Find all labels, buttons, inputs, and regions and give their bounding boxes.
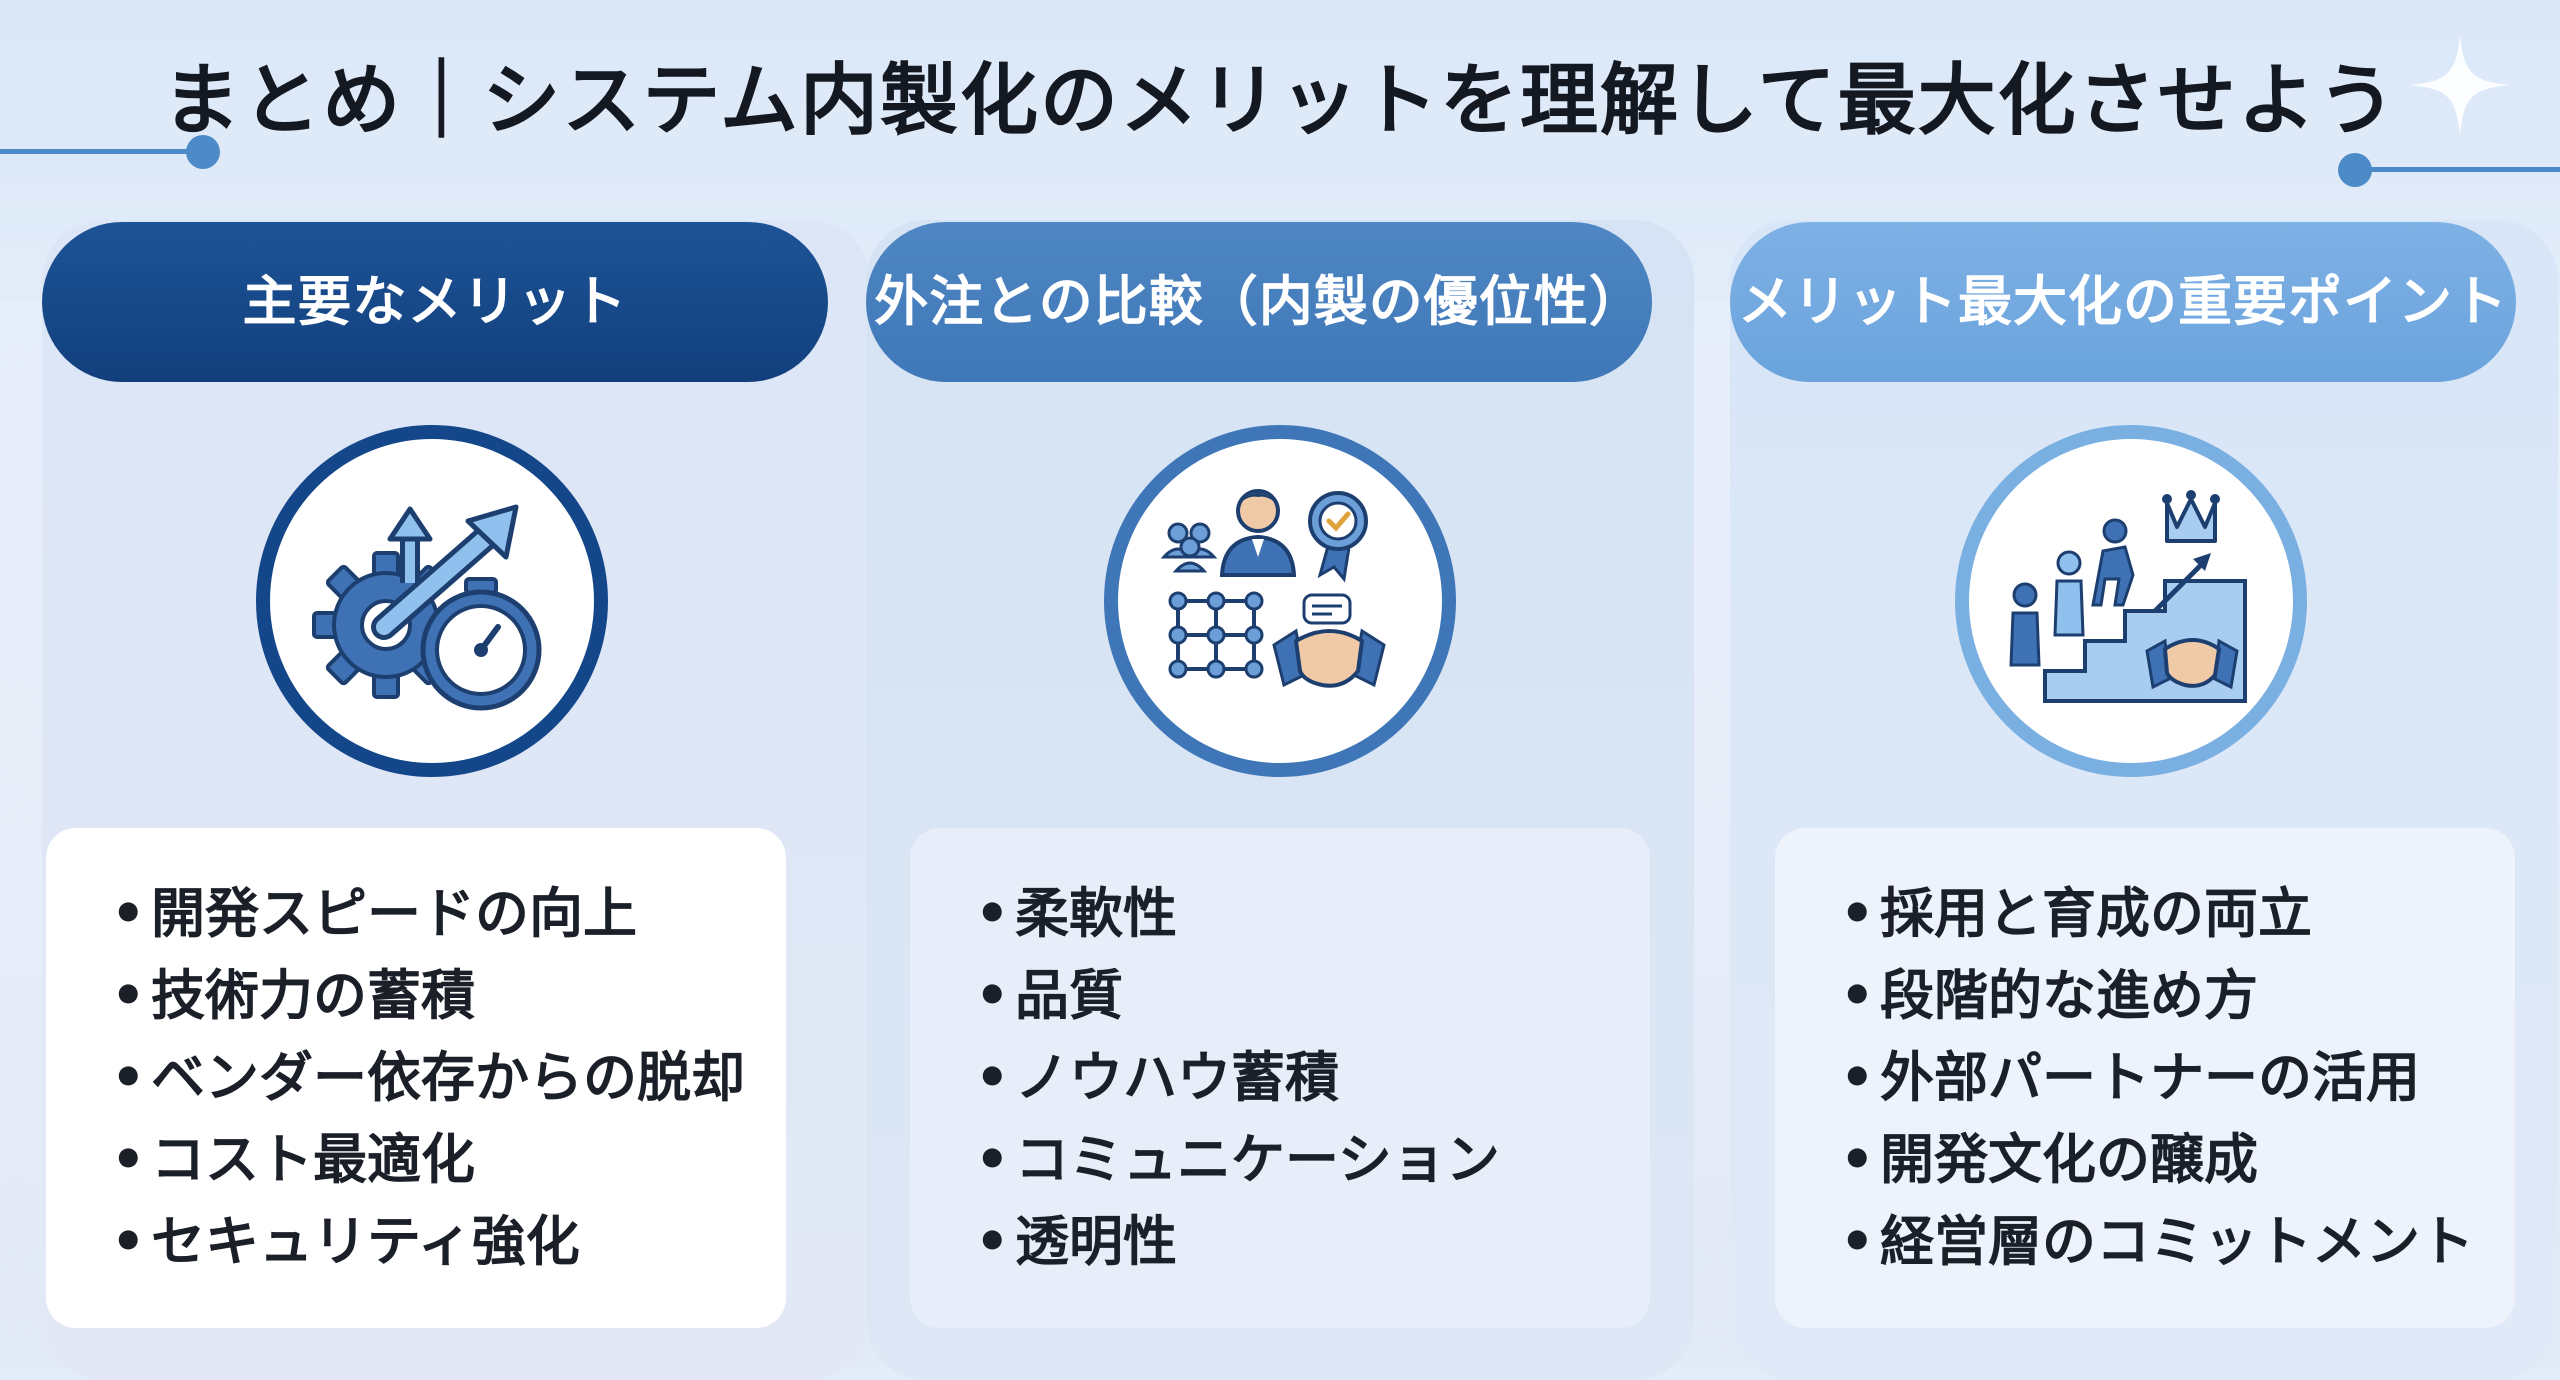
column-header-key-points: メリット最大化の重要ポイント	[1730, 222, 2516, 382]
sparkle-icon	[2410, 35, 2510, 135]
decorative-line-left	[0, 149, 190, 154]
page-title: まとめ｜システム内製化のメリットを理解して最大化させよう	[162, 56, 2398, 146]
icon-ring-key-points	[1955, 425, 2307, 777]
list-item: •セキュリティ強化	[111, 1210, 580, 1273]
list-item: •コスト最適化	[111, 1128, 475, 1191]
decorative-dot-right	[2338, 153, 2372, 187]
list-item: •開発文化の醸成	[1840, 1128, 2258, 1191]
list-item: •ノウハウ蓄積	[975, 1046, 1339, 1109]
team-quality-network-handshake-icon	[1160, 489, 1386, 688]
list-item: •コミュニケーション	[975, 1128, 1500, 1191]
list-item: •開発スピードの向上	[111, 882, 637, 945]
list-card-main-benefits: •開発スピードの向上 •技術力の蓄積 •ベンダー依存からの脱却 •コスト最適化 …	[46, 828, 786, 1328]
decorative-line-right	[2370, 167, 2560, 172]
list-item: •技術力の蓄積	[111, 964, 475, 1027]
icon-ring-comparison	[1104, 425, 1456, 777]
list-item: •段階的な進め方	[1840, 964, 2258, 1027]
list-item: •品質	[975, 964, 1123, 1027]
list-item: •外部パートナーの活用	[1840, 1046, 2420, 1109]
list-card-comparison: •柔軟性 •品質 •ノウハウ蓄積 •コミュニケーション •透明性	[910, 828, 1650, 1328]
icon-ring-main-benefits	[256, 425, 608, 777]
column-header-main-benefits: 主要なメリット	[42, 222, 828, 382]
list-item: •透明性	[975, 1210, 1177, 1273]
list-item: •経営層のコミットメント	[1840, 1210, 2474, 1273]
column-header-comparison: 外注との比較（内製の優位性）	[866, 222, 1652, 382]
list-card-key-points: •採用と育成の両立 •段階的な進め方 •外部パートナーの活用 •開発文化の醸成 …	[1775, 828, 2515, 1328]
list-item: •柔軟性	[975, 882, 1177, 945]
growth-stairs-crown-handshake-icon	[2009, 490, 2247, 703]
gear-speed-growth-icon	[312, 504, 542, 711]
list-item: •採用と育成の両立	[1840, 882, 2312, 945]
list-item: •ベンダー依存からの脱却	[111, 1046, 745, 1109]
decorative-dot-left	[186, 135, 220, 169]
